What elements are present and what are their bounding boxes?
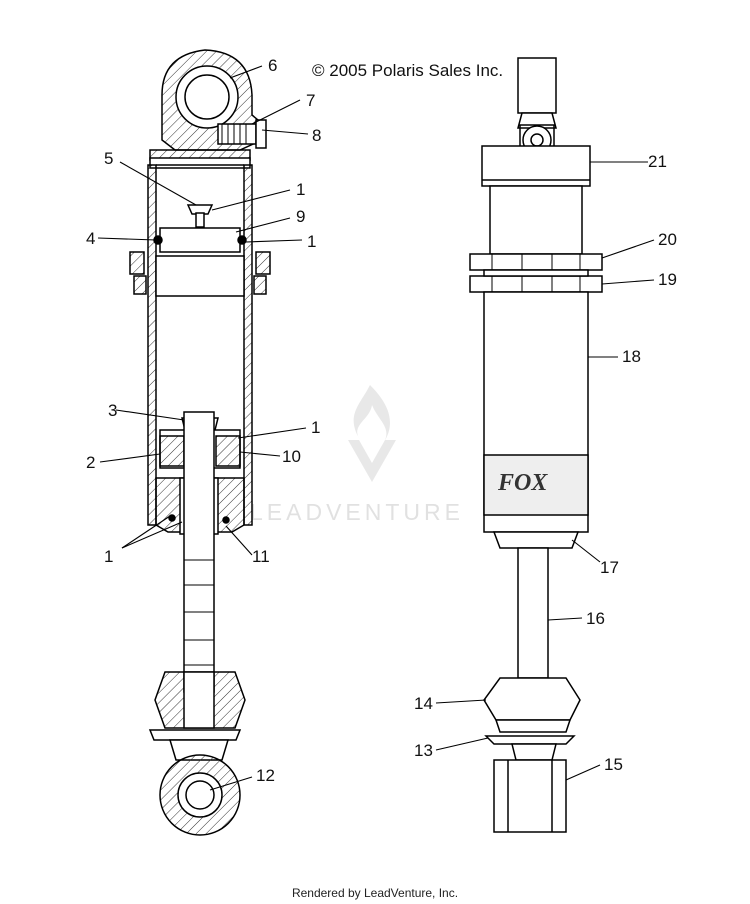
callout-5: 5 [104,149,113,168]
callout-1-b: 1 [307,232,316,251]
callout-18: 18 [622,347,641,366]
footer-credit: Rendered by LeadVenture, Inc. [291,886,459,900]
watermark-text: LEADVENTURE [250,499,464,525]
callout-11: 11 [252,547,270,566]
left-shock-cutaway [129,49,271,836]
callout-13: 13 [414,741,433,760]
leader-lines [97,65,655,791]
fox-decal-text: FOX [497,470,548,496]
callout-21: 21 [648,152,667,171]
leadventure-watermark: LEADVENTURE [250,385,464,525]
callout-6: 6 [268,56,277,75]
callout-16: 16 [586,609,605,628]
copyright-notice: © 2005 Polaris Sales Inc. [312,61,504,80]
right-shock-exterior: FOX [469,57,603,833]
callout-1-d: 1 [104,547,113,566]
callout-8: 8 [312,126,321,145]
callout-20: 20 [658,230,677,249]
callout-1-a: 1 [296,180,305,199]
callout-19: 19 [658,270,677,289]
callout-numbers: 6 7 8 5 1 9 4 1 3 1 2 10 1 11 12 21 20 1… [86,56,677,785]
callout-3: 3 [108,401,117,420]
callout-10: 10 [282,447,301,466]
callout-14: 14 [414,694,433,713]
callout-7: 7 [306,91,315,110]
callout-1-c: 1 [311,418,320,437]
callout-9: 9 [296,207,305,226]
callout-12: 12 [256,766,275,785]
callout-4: 4 [86,229,95,248]
callout-15: 15 [604,755,623,774]
callout-17: 17 [600,558,619,577]
callout-2: 2 [86,453,95,472]
